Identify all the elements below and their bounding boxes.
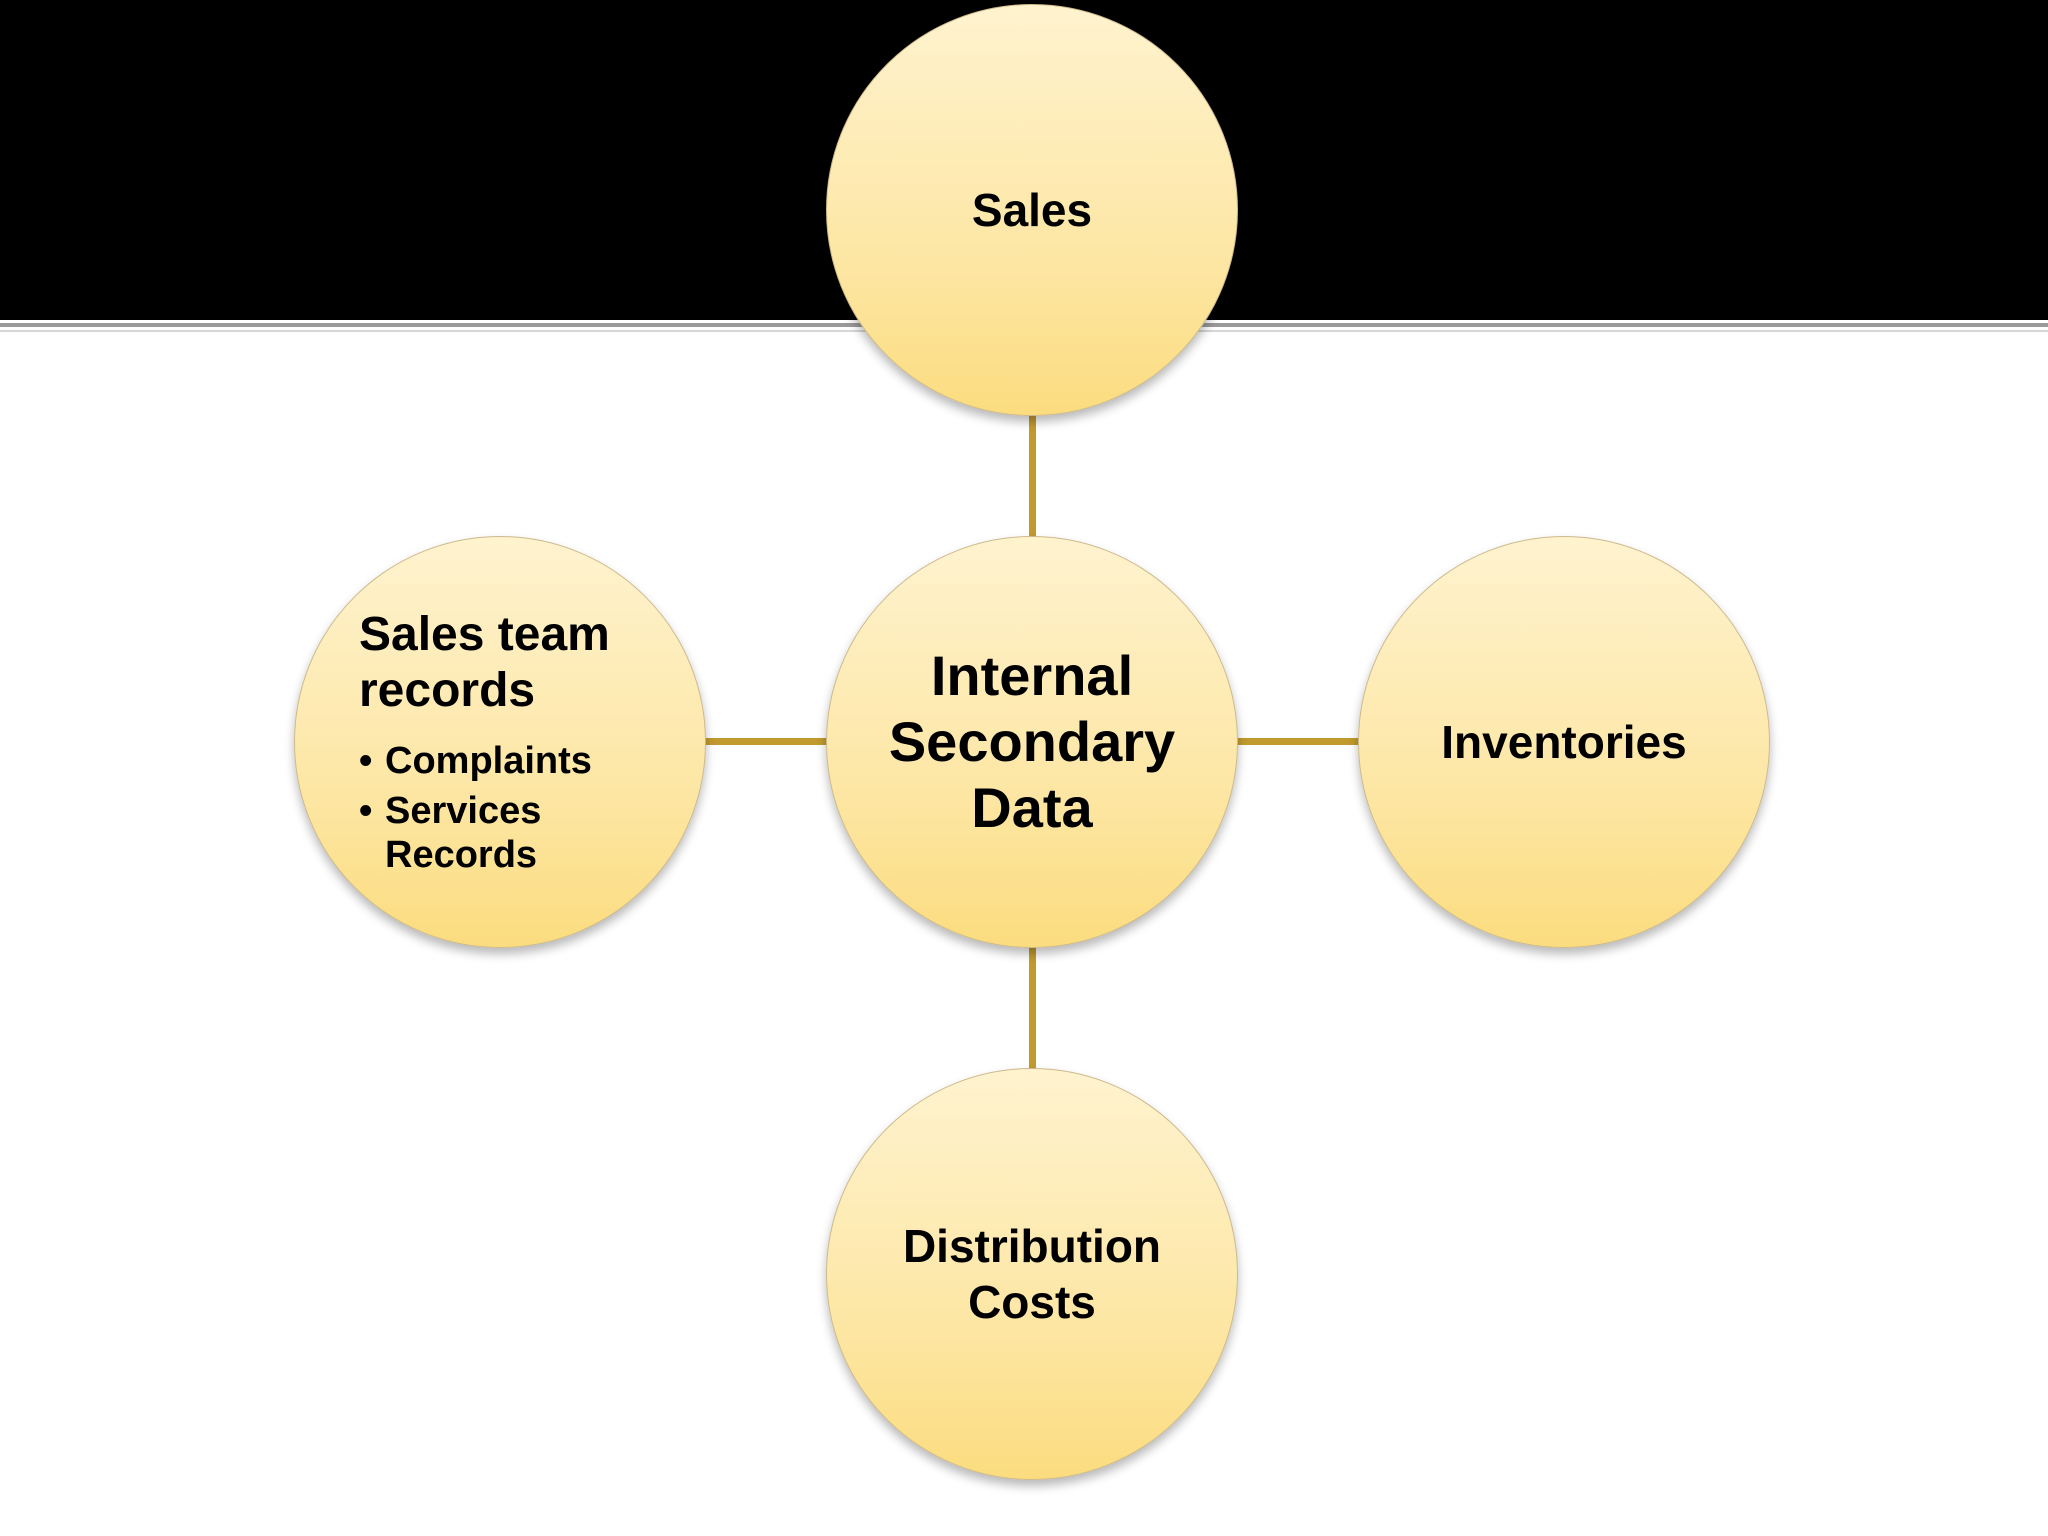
node-bottom-label: Distribution Costs — [902, 1220, 1162, 1328]
node-top: Sales — [826, 4, 1238, 416]
node-right: Inventories — [1358, 536, 1770, 948]
node-right-label: Inventories — [1441, 716, 1687, 768]
node-left-bullet-list: Complaints Services Records — [359, 733, 592, 877]
node-center-label: Internal Secondary Data — [888, 644, 1176, 839]
node-bottom: Distribution Costs — [826, 1068, 1238, 1480]
node-center: Internal Secondary Data — [826, 536, 1238, 948]
node-left: Sales team records Complaints Services R… — [294, 536, 706, 948]
connector-left — [700, 738, 830, 745]
connector-right — [1236, 738, 1360, 745]
node-top-label: Sales — [971, 184, 1093, 236]
bullet-item-complaints: Complaints — [359, 739, 592, 783]
connector-bottom — [1029, 944, 1036, 1074]
connector-top — [1029, 410, 1036, 540]
bullet-item-services-records: Services Records — [359, 789, 592, 877]
node-left-label: Sales team records — [359, 608, 610, 717]
